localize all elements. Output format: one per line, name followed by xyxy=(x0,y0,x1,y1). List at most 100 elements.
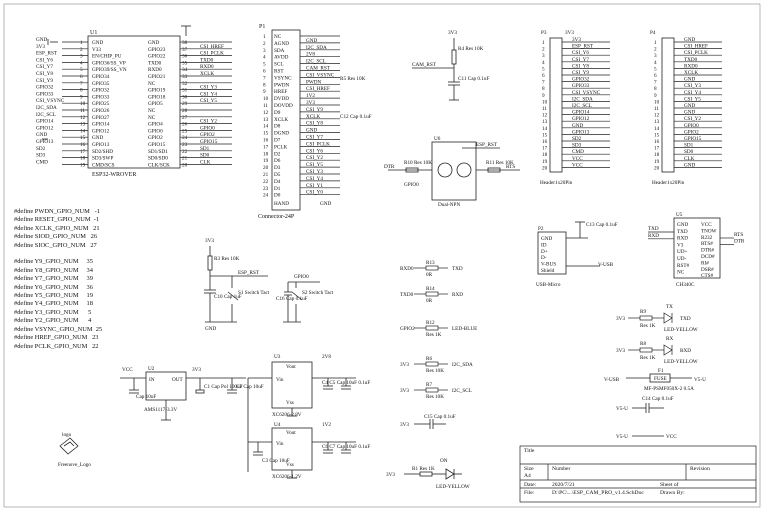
p3-part-label: Header1x20Pin xyxy=(540,180,573,186)
p4-net-label: CSI_Y2 xyxy=(684,116,701,122)
p1-pin-name: D9 xyxy=(274,110,281,116)
sheet-border xyxy=(3,3,761,508)
led-resistor-value: Res 1K xyxy=(640,355,656,361)
u5-ref-label: U5 xyxy=(676,212,683,218)
p1-pin-name: D4 xyxy=(274,179,281,185)
p4-pin-number: 17 xyxy=(654,146,660,152)
led-net: TXD xyxy=(680,316,691,322)
vcc-3v3-label-u2: 3V3 xyxy=(192,367,201,373)
u1-pin-number: 20 xyxy=(182,162,188,168)
p1-pin-number: 11 xyxy=(263,103,268,109)
c15-capacitor xyxy=(414,419,446,429)
resistor-value: 0R xyxy=(426,272,433,278)
p1-pin-number: 13 xyxy=(263,117,269,123)
u1-pin-name: GND xyxy=(92,40,103,46)
p4-net-label: SD1 xyxy=(684,143,694,149)
cap-u2-input: Cap 10uF xyxy=(136,394,156,400)
c11-label: C11 Cap 0.1uF xyxy=(458,76,489,82)
c6-c7-labels: C6 C7 Cap 10uF 0.1uF xyxy=(322,444,370,450)
c12-label: C12 Cap 0.1uF xyxy=(340,114,372,120)
title-block-file-value: D:\PC\...\ESP_CAM_PRO_v1.4.SchDoc xyxy=(552,490,644,496)
p1-pin-name: DGND xyxy=(274,131,289,137)
p4-pin-number: 19 xyxy=(654,159,660,165)
vcc-end-label: VCC xyxy=(666,434,677,440)
u1-pin-number: 29 xyxy=(182,101,188,107)
u1-pin-number: 18 xyxy=(80,156,86,162)
p4-net-label: GND xyxy=(684,103,695,109)
cam-rst-net: CAM_RST xyxy=(412,62,437,68)
u5-right-pin: RTS# xyxy=(701,241,713,247)
p2-pin-name: D- xyxy=(541,255,547,261)
esp-rst-net-npn: ESP_RST xyxy=(476,142,498,148)
p4-net-label: GND xyxy=(684,162,695,168)
p1-pin-name: SCL xyxy=(274,62,284,68)
p1-pin-number: 10 xyxy=(263,96,269,102)
p2-pin-name: Shield xyxy=(541,268,555,274)
p1-pin-name: DOVDD xyxy=(274,103,293,109)
p3-net-label: CSI_VSYNC xyxy=(572,90,601,96)
u1-pin-number: 8 xyxy=(80,88,83,94)
p4-net-label: CSI_Y4 xyxy=(684,90,701,96)
p1-pin-name: NC xyxy=(274,34,282,40)
p3-net-label: I2C_SDA xyxy=(572,96,593,102)
p2-pin-name: GND xyxy=(541,236,552,242)
u1-pin-number: 35 xyxy=(182,60,188,66)
u5-right-net: RTS xyxy=(734,232,743,238)
u1-pin-number: 17 xyxy=(80,149,86,155)
esp-reset-switch xyxy=(204,246,268,323)
u1-pin-name: V33 xyxy=(92,47,101,53)
u1-left-net-label: CSI_Y6 xyxy=(36,57,53,63)
vcc-2v8-label: 2V8 xyxy=(322,354,331,360)
u1-pin-number: 14 xyxy=(80,128,86,134)
logo-part-label: Freenove_Logo xyxy=(58,462,91,468)
p3-net-label: 3V3 xyxy=(572,37,581,43)
u5-left-pin: UD+ xyxy=(677,249,687,255)
u4-xc6206-1v2 xyxy=(248,427,356,479)
p1-net-label: CSI_Y8 xyxy=(306,121,323,127)
p3-pin-number: 18 xyxy=(542,152,548,158)
p1-net-label: CAM_RST xyxy=(306,66,331,72)
resistor-body xyxy=(425,265,439,271)
dual-npn-transistor xyxy=(388,141,520,201)
p1-hand-net: GND xyxy=(320,201,331,207)
p1-pin-number: 20 xyxy=(263,165,269,171)
p1-pin-number: 14 xyxy=(263,124,269,130)
title-block-size-label: Size xyxy=(524,466,534,472)
p3-net-label: I2C_SCL xyxy=(572,103,592,109)
u1-pin-name: GND xyxy=(92,135,103,141)
u5-right-pin: DCD# xyxy=(701,254,715,260)
u5-left-pin: TXD xyxy=(677,229,688,235)
u1-pin-name: TXD0 xyxy=(148,60,162,66)
p3-net-label: GPIO32 xyxy=(572,77,590,83)
u5-left-pin: V3 xyxy=(677,242,684,248)
title-block-revision-label: Revision xyxy=(690,466,710,472)
vcc-3v3-label: 3V3 xyxy=(448,30,457,36)
c14-capacitor xyxy=(632,403,664,437)
p3-pin-number: 15 xyxy=(542,132,548,138)
resistor-value: Res 10K xyxy=(426,394,444,400)
p4-pin-number: 6 xyxy=(654,73,657,79)
p3-pin-number: 4 xyxy=(542,60,545,66)
u1-pin-number: 38 xyxy=(182,40,188,46)
r4-label: R4 Res 10K xyxy=(458,46,484,52)
u1-pin-name: GPIO5 xyxy=(148,101,163,107)
p1-net-label: CSI_Y9 xyxy=(306,107,323,113)
p4-pin-number: 16 xyxy=(654,139,660,145)
p4-net-label: SD0 xyxy=(684,149,694,155)
p3-net-label: CSI_Y9 xyxy=(572,70,589,76)
u5-left-pin: RXD xyxy=(677,236,688,242)
r3-label: R3 Res 10K xyxy=(214,256,240,262)
u1-pin-number: 26 xyxy=(182,122,188,128)
p1-net-label: 1V2 xyxy=(306,93,315,99)
u1-pin-name: GPIO39/SS_VN xyxy=(92,67,127,73)
led-name: RX xyxy=(666,336,673,342)
title-block-title: Title xyxy=(524,448,535,454)
fuse-f1 xyxy=(626,373,692,383)
p1-pin-name: D1 xyxy=(274,186,281,192)
fuse-label: FUSE xyxy=(654,376,667,382)
resistor-body xyxy=(425,387,439,393)
u5-right-pin: CTS# xyxy=(701,273,714,279)
p3-net-label: GPIO33 xyxy=(572,83,590,89)
